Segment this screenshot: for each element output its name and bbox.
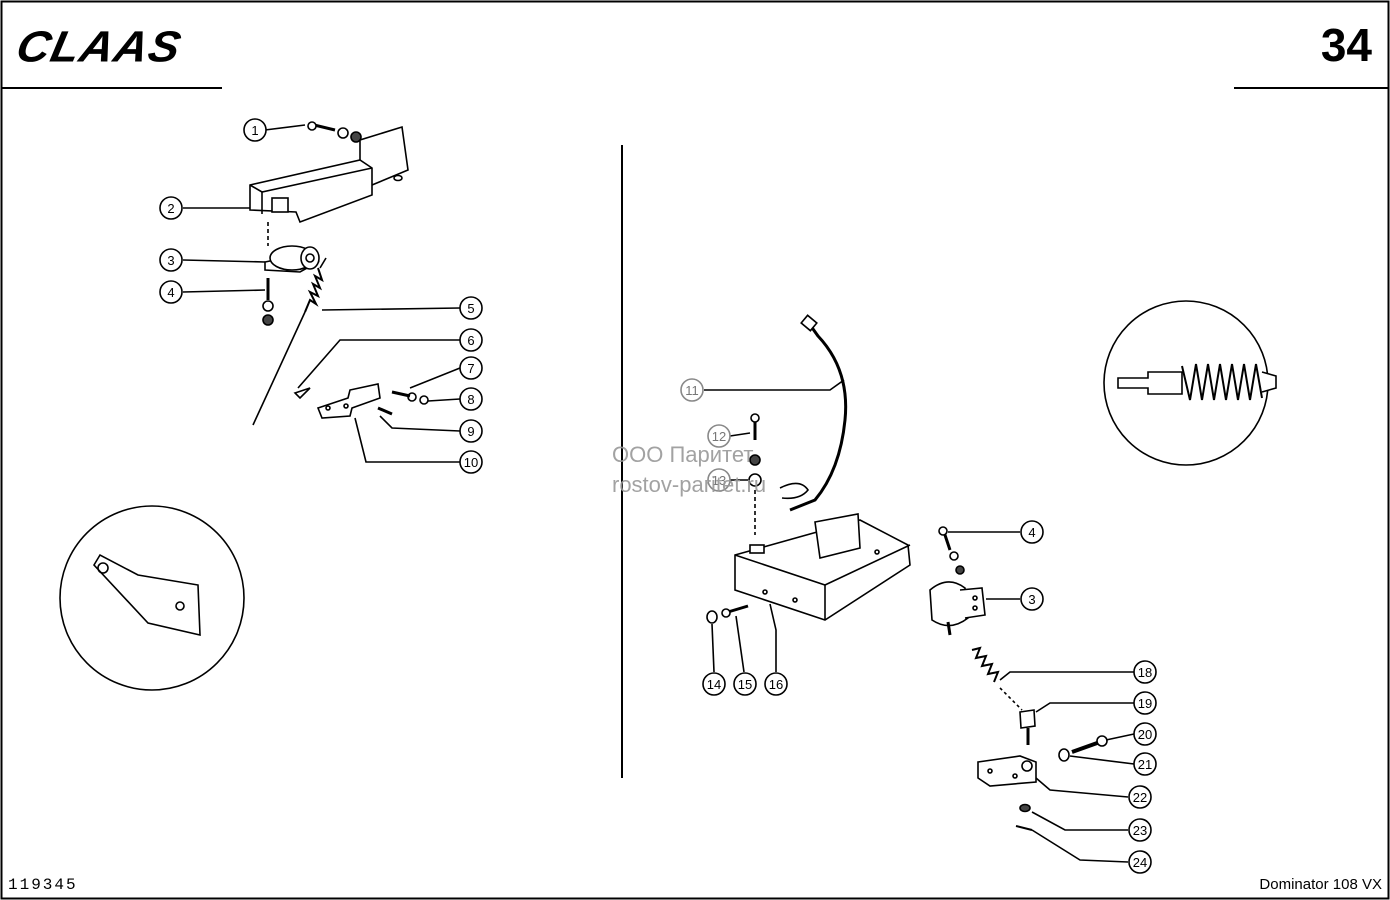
callout-label: 1 [251,123,258,138]
callout-label: 18 [1138,665,1152,680]
callout-3-right [1020,587,1044,611]
callout-10 [459,450,483,474]
document-number: 119345 [8,876,78,894]
callout-12 [707,424,731,448]
left-assembly [59,121,461,691]
callout-18 [1133,660,1157,684]
callout-label: 5 [467,301,474,316]
callout-20 [1133,722,1157,746]
callout-label: 4 [167,285,174,300]
callout-label: 2 [167,201,174,216]
callout-2 [159,196,183,220]
callouts-left [159,118,483,474]
callout-label: 24 [1133,855,1147,870]
callout-4 [159,280,183,304]
callout-16 [764,672,788,696]
callout-15 [733,672,757,696]
callout-label: 9 [467,424,474,439]
callout-label: 21 [1138,757,1152,772]
callout-label: 20 [1138,727,1152,742]
callout-7 [459,356,483,380]
callout-22 [1128,785,1152,809]
callout-label: 16 [769,677,783,692]
model-name: Dominator 108 VX [1259,876,1382,893]
callout-label: 8 [467,392,474,407]
right-assembly [704,300,1277,863]
callout-13 [707,468,731,492]
callout-label: 23 [1133,823,1147,838]
callout-8 [459,387,483,411]
callout-9 [459,419,483,443]
callout-24 [1128,850,1152,874]
callout-label: 3 [1028,592,1035,607]
callout-23 [1128,818,1152,842]
callout-label: 14 [707,677,721,692]
callout-label: 3 [167,253,174,268]
callout-21 [1133,752,1157,776]
callout-label: 4 [1028,525,1035,540]
callout-6 [459,328,483,352]
page-number: 34 [1320,19,1372,71]
callout-label: 11 [685,383,699,398]
watermark-line-1: ООО Паритет [612,442,754,467]
watermark: ООО Паритет rostov-paritet.ru [612,440,766,500]
callout-11 [680,378,704,402]
watermark-line-2: rostov-paritet.ru [612,472,767,497]
callout-14 [702,672,726,696]
callout-3 [159,248,183,272]
callout-label: 13 [712,473,726,488]
callout-label: 19 [1138,696,1152,711]
callout-label: 15 [738,677,752,692]
callout-label: 10 [464,455,478,470]
callout-label: 12 [712,429,726,444]
callout-label: 6 [467,333,474,348]
callout-1 [243,118,267,142]
callouts-right [680,378,1157,874]
callout-19 [1133,691,1157,715]
callout-label: 7 [467,361,474,376]
callout-4-right [1020,520,1044,544]
callout-label: 22 [1133,790,1147,805]
callout-5 [459,296,483,320]
brand-logo: CLAAS [12,21,187,72]
